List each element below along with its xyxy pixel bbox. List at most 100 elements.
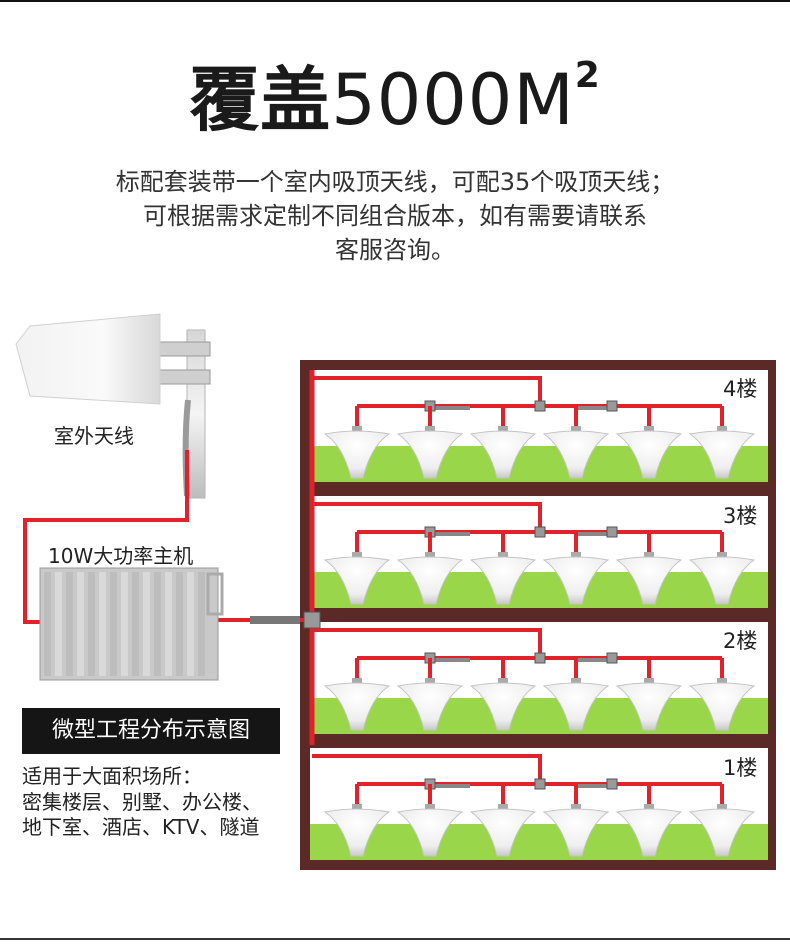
floor-2-ground [310, 698, 768, 734]
splitter-main [303, 611, 321, 629]
floor-3-ground [310, 572, 768, 608]
subtitle-line-3: 客服咨询。 [335, 236, 455, 264]
floor-2-feed [312, 628, 542, 658]
floor-4-antenna-mount-3 [498, 426, 508, 434]
floor-2-splitter-3 [606, 652, 618, 664]
floor-1-antenna-mount-3 [498, 804, 508, 812]
floor-3-antenna-mount-5 [644, 552, 654, 560]
host-fin-2 [55, 572, 62, 676]
floor-4-antenna-mount-5 [644, 426, 654, 434]
host-fin-1 [44, 572, 51, 676]
antenna-panel [15, 313, 161, 405]
floor-4-antenna-mount-6 [717, 426, 727, 434]
floor-1-ceiling-antenna-1 [323, 808, 391, 857]
notes-line-1: 适用于大面积场所： [22, 764, 202, 788]
notes: 适用于大面积场所： 密集楼层、别墅、办公楼、 地下室、酒店、KTV、隧道 [22, 764, 262, 841]
floor-4-antenna-mount-1 [352, 426, 362, 434]
main-cable-outdoor [23, 450, 189, 624]
floor-3-antenna-mount-2 [425, 552, 435, 560]
subtitle-line-1: 标配套装带一个室内吸顶天线，可配35个吸顶天线； [115, 168, 675, 196]
floor-3-antenna-mount-6 [717, 552, 727, 560]
floor-1-antenna-mount-2 [425, 804, 435, 812]
floor-1-ceiling-antenna-2 [396, 808, 464, 857]
host-fin-6 [99, 572, 106, 676]
host-label: 10W大功率主机 [48, 544, 194, 568]
subtitle-line-2: 可根据需求定制不同组合版本，如有需要请联系 [143, 202, 647, 230]
floor-4-ceiling-antenna-2 [396, 430, 464, 479]
floor-label-1: 1楼 [723, 756, 758, 780]
host-unit [39, 567, 224, 681]
floor-1-antenna-mount-4 [571, 804, 581, 812]
floor-2-antenna-mount-6 [717, 678, 727, 686]
bottom-border [0, 938, 790, 940]
floor-2-ceiling-antenna-6 [688, 682, 756, 731]
floor-1-ceiling-antenna-4 [542, 808, 610, 857]
host-handle [206, 572, 224, 616]
floor-3-antenna-mount-1 [352, 552, 362, 560]
floor-3-ceiling-antenna-3 [469, 556, 537, 605]
floor-3-ceiling-antenna-5 [615, 556, 683, 605]
floor-2-ceiling-antenna-2 [396, 682, 464, 731]
antenna-bracket-top [151, 341, 211, 357]
floor-3-splitter-2 [534, 526, 546, 538]
floor-1-antenna-mount-5 [644, 804, 654, 812]
floor-1-ground [310, 824, 768, 860]
floor-4-antenna-mount-2 [425, 426, 435, 434]
floor-1-splitter-3 [606, 778, 618, 790]
floor-label-3: 3楼 [723, 504, 758, 528]
floor-3-feed [312, 502, 542, 532]
floor-4-splitter-3 [606, 400, 618, 412]
notes-line-3: 地下室、酒店、KTV、隧道 [22, 815, 260, 840]
floor-4-splitter-2 [534, 400, 546, 412]
floor-3-antenna-mount-3 [498, 552, 508, 560]
floor-4-ceiling-antenna-5 [615, 430, 683, 479]
host-fin-4 [77, 572, 84, 676]
floor-4-ceiling-antenna-4 [542, 430, 610, 479]
floor-2-antenna-mount-3 [498, 678, 508, 686]
floor-3-ceiling-antenna-2 [396, 556, 464, 605]
title-area-value: 5000M [331, 59, 575, 141]
floor-4-feed [312, 376, 542, 406]
floor-2-antenna-mount-4 [571, 678, 581, 686]
floor-2-splitter-2 [534, 652, 546, 664]
floor-1-antenna-mount-6 [717, 804, 727, 812]
host-fin-10 [143, 572, 150, 676]
floor-3-antenna-mount-4 [571, 552, 581, 560]
floor-4-ceiling-antenna-3 [469, 430, 537, 479]
floor-4-ceiling-antenna-6 [688, 430, 756, 479]
host-fin-12 [165, 572, 172, 676]
title-superscript: 2 [574, 55, 601, 96]
host-fin-15 [198, 572, 205, 676]
floor-2-antenna-mount-5 [644, 678, 654, 686]
host-fin-7 [110, 572, 117, 676]
host-fin-8 [121, 572, 128, 676]
floor-4-antenna-mount-4 [571, 426, 581, 434]
outdoor-antenna [15, 313, 211, 499]
notes-line-2: 密集楼层、别墅、办公楼、 [22, 789, 262, 814]
host-fin-13 [176, 572, 183, 676]
floor-2-antenna-mount-2 [425, 678, 435, 686]
floor-label-4: 4楼 [723, 377, 758, 401]
host-fin-11 [154, 572, 161, 676]
floor-2-ceiling-antenna-3 [469, 682, 537, 731]
floor-1-splitter-2 [534, 778, 546, 790]
floor-3-ceiling-antenna-4 [542, 556, 610, 605]
floor-2-ceiling-antenna-5 [615, 682, 683, 731]
host-fin-14 [187, 572, 194, 676]
floor-3-ceiling-antenna-6 [688, 556, 756, 605]
floor-1-ceiling-antenna-6 [688, 808, 756, 857]
distribution-diagram [15, 313, 776, 870]
outdoor-antenna-label: 室外天线 [54, 424, 134, 448]
title-chinese: 覆盖 [189, 59, 332, 141]
floor-1-ceiling-antenna-3 [469, 808, 537, 857]
floor-2-ceiling-antenna-4 [542, 682, 610, 731]
diagram-caption: 微型工程分布示意图 [22, 708, 280, 754]
floor-1-feed [312, 754, 542, 784]
floor-1-antenna-mount-1 [352, 804, 362, 812]
floor-2-antenna-mount-1 [352, 678, 362, 686]
floor-4-ground [310, 446, 768, 482]
floor-3-splitter-3 [606, 526, 618, 538]
antenna-bracket-bottom [151, 369, 211, 385]
floor-3-ceiling-antenna-1 [323, 556, 391, 605]
top-border [0, 0, 790, 2]
